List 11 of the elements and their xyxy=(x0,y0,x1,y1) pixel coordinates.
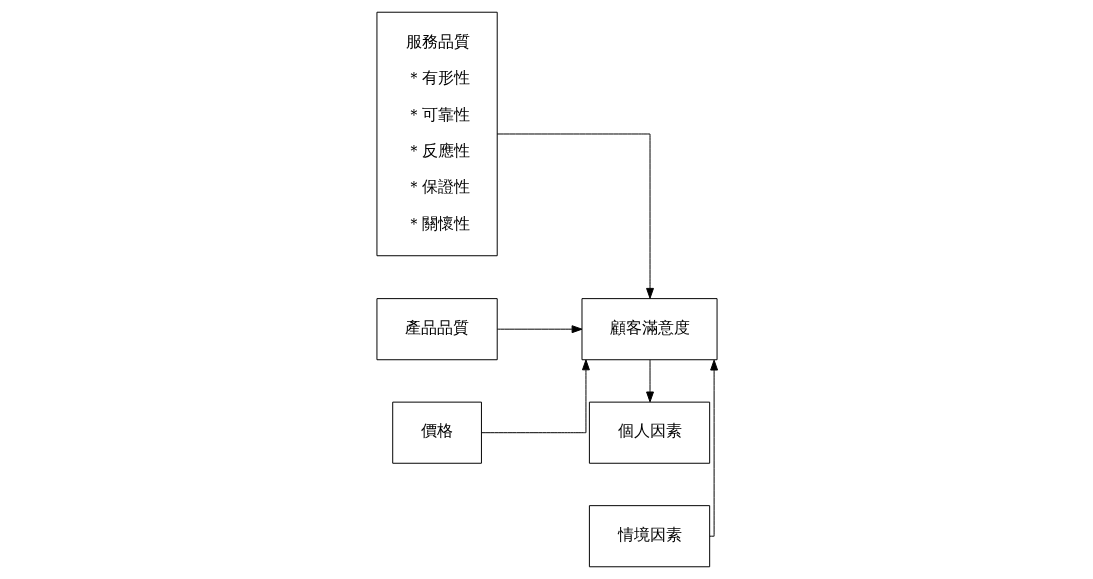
node-box: 服務品質 ＊有形性 ＊可靠性 ＊反應性 ＊保證性 ＊關懷性 xyxy=(375,11,498,257)
arrow xyxy=(645,359,654,403)
node-box: 情境因素 xyxy=(588,505,710,568)
arrow xyxy=(496,133,654,299)
arrow xyxy=(480,359,590,434)
node-box: 顧客滿意度 xyxy=(581,298,718,361)
node-box: 產品品質 xyxy=(375,298,498,361)
arrow xyxy=(708,359,718,537)
node-box: 價格 xyxy=(391,401,482,464)
node-box: 個人因素 xyxy=(588,401,710,464)
arrow xyxy=(496,325,582,334)
